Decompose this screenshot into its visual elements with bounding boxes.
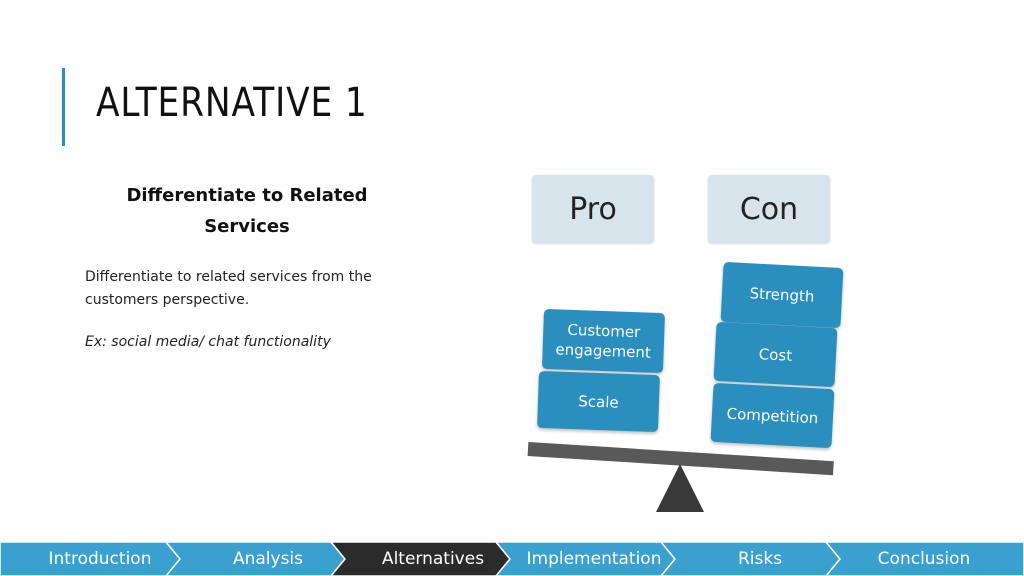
pro-header: Pro bbox=[532, 175, 654, 243]
pro-block-customer-engagement: Customer engagement bbox=[541, 308, 666, 374]
nav-alternatives[interactable]: Alternatives bbox=[381, 549, 485, 569]
nav-chevrons bbox=[0, 542, 1024, 576]
section-navigation: Introduction Analysis Alternatives Imple… bbox=[0, 542, 1024, 576]
page-title: ALTERNATIVE 1 bbox=[96, 80, 368, 126]
nav-introduction[interactable]: Introduction bbox=[48, 549, 152, 569]
subheading: Differentiate to Related Services bbox=[126, 185, 368, 237]
con-block-competition: Competition bbox=[710, 382, 835, 449]
pro-block-scale: Scale bbox=[537, 370, 660, 433]
nav-analysis[interactable]: Analysis bbox=[232, 549, 304, 569]
title-accent-bar bbox=[62, 68, 65, 146]
nav-conclusion[interactable]: Conclusion bbox=[877, 549, 971, 569]
nav-risks[interactable]: Risks bbox=[737, 549, 783, 569]
con-header: Con bbox=[708, 175, 830, 243]
body-text: Differentiate to related services from t… bbox=[85, 269, 372, 308]
fulcrum-triangle-icon bbox=[656, 464, 704, 512]
con-block-strength: Strength bbox=[720, 261, 844, 329]
example-text: Ex: social media/ chat functionality bbox=[85, 334, 331, 350]
nav-implementation[interactable]: Implementation bbox=[526, 549, 662, 569]
con-block-cost: Cost bbox=[713, 321, 838, 388]
